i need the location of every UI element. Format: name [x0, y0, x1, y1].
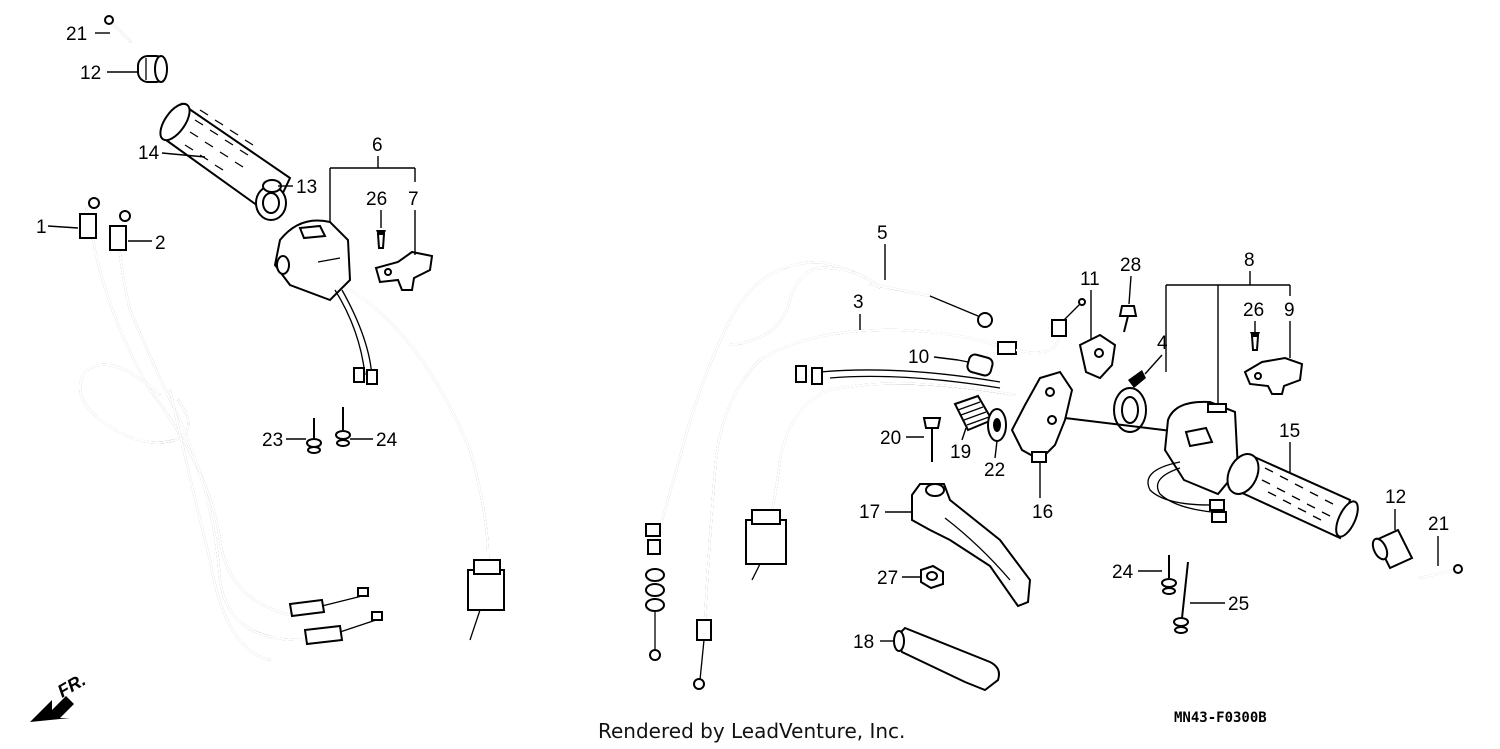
callout-23: 23 [262, 430, 283, 451]
callout-7: 7 [408, 189, 419, 210]
callout-13: 13 [296, 177, 317, 198]
part-10-brake-switch[interactable] [957, 353, 994, 377]
part-5-clutch-cable[interactable] [645, 260, 993, 661]
part-24-screw-left[interactable] [335, 407, 351, 447]
part-8-right-switch[interactable] [1147, 400, 1240, 523]
cable-loop [78, 363, 271, 662]
part-15-grip-right[interactable] [1221, 449, 1362, 540]
callout-26-left: 26 [366, 189, 387, 210]
handlebar-line [1064, 417, 1181, 433]
callout-24-right: 24 [1112, 562, 1134, 583]
part-9-switch-clamp-right[interactable] [1243, 356, 1304, 395]
part-6-left-switch[interactable] [273, 219, 352, 302]
part-27-nut[interactable] [920, 564, 944, 590]
callout-8: 8 [1244, 250, 1255, 271]
callout-4: 4 [1157, 333, 1168, 354]
left-switch-wire [334, 289, 366, 376]
callout-17: 17 [859, 502, 880, 523]
right-harness [745, 365, 1016, 581]
callout-28: 28 [1120, 255, 1141, 276]
callout-27: 27 [877, 568, 898, 589]
part-4-throttle-pipe[interactable] [1113, 370, 1147, 433]
part-21-screw-right[interactable] [1419, 564, 1463, 580]
part-1-throttle-cable-a[interactable] [79, 197, 369, 618]
footer-credit: Rendered by LeadVenture, Inc. [598, 719, 905, 743]
part-20-pivot-bolt[interactable] [922, 417, 942, 462]
callout-20: 20 [880, 428, 901, 449]
callout-11: 11 [1080, 269, 1100, 290]
part-23-screw-left[interactable] [306, 418, 322, 454]
callout-2: 2 [155, 233, 166, 254]
callout-19: 19 [950, 442, 971, 463]
part-12-bar-end-right[interactable] [1370, 528, 1414, 570]
callout-12-left: 12 [80, 63, 101, 84]
callout-16: 16 [1032, 502, 1053, 523]
front-direction-arrow: FR. [30, 670, 89, 722]
callout-6: 6 [372, 135, 383, 156]
part-17-lever[interactable] [911, 483, 1032, 608]
part-28-bolt[interactable] [1118, 305, 1138, 333]
part-26-screw-right[interactable] [1250, 332, 1260, 351]
callout-21-left: 21 [66, 24, 87, 45]
diagram-code: MN43-F0300B [1174, 710, 1267, 726]
part-16-lever-holder[interactable] [1010, 370, 1074, 463]
part-25-screw-right[interactable] [1173, 561, 1189, 634]
callout-26-right: 26 [1243, 300, 1264, 321]
part-3-cable[interactable] [693, 298, 1086, 690]
part-24-screw-right[interactable] [1161, 555, 1177, 595]
left-harness [344, 286, 490, 571]
part-2-throttle-cable-b[interactable] [109, 210, 383, 646]
part-22-adjuster[interactable] [987, 408, 1007, 442]
callout-9: 9 [1284, 300, 1295, 321]
left-switch-connector-a [353, 367, 365, 383]
left-switch-connector-b [366, 369, 378, 385]
part-21-screw-left[interactable] [104, 15, 132, 43]
callout-24-left: 24 [376, 430, 398, 451]
callout-5: 5 [877, 223, 888, 244]
part-12-bar-end-left[interactable] [137, 55, 168, 83]
part-14-throttle-grip[interactable] [155, 99, 292, 221]
callout-14: 14 [138, 143, 160, 164]
part-11-clamp[interactable] [1078, 333, 1117, 380]
callout-1: 1 [36, 217, 47, 238]
callout-18: 18 [853, 632, 874, 653]
callout-25: 25 [1228, 594, 1249, 615]
left-harness-connector [467, 559, 505, 641]
callout-22: 22 [984, 460, 1005, 481]
part-19-spring[interactable] [953, 394, 994, 432]
callout-21-right: 21 [1428, 514, 1449, 535]
front-direction-label: FR. [54, 670, 89, 702]
callout-10: 10 [908, 347, 929, 368]
callout-3: 3 [853, 292, 864, 313]
part-26-screw-left[interactable] [376, 230, 386, 249]
callout-12-right: 12 [1385, 487, 1406, 508]
callout-15: 15 [1279, 421, 1300, 442]
part-7-switch-clamp-left[interactable] [374, 250, 434, 291]
part-18-lever-cover[interactable] [893, 626, 1000, 692]
